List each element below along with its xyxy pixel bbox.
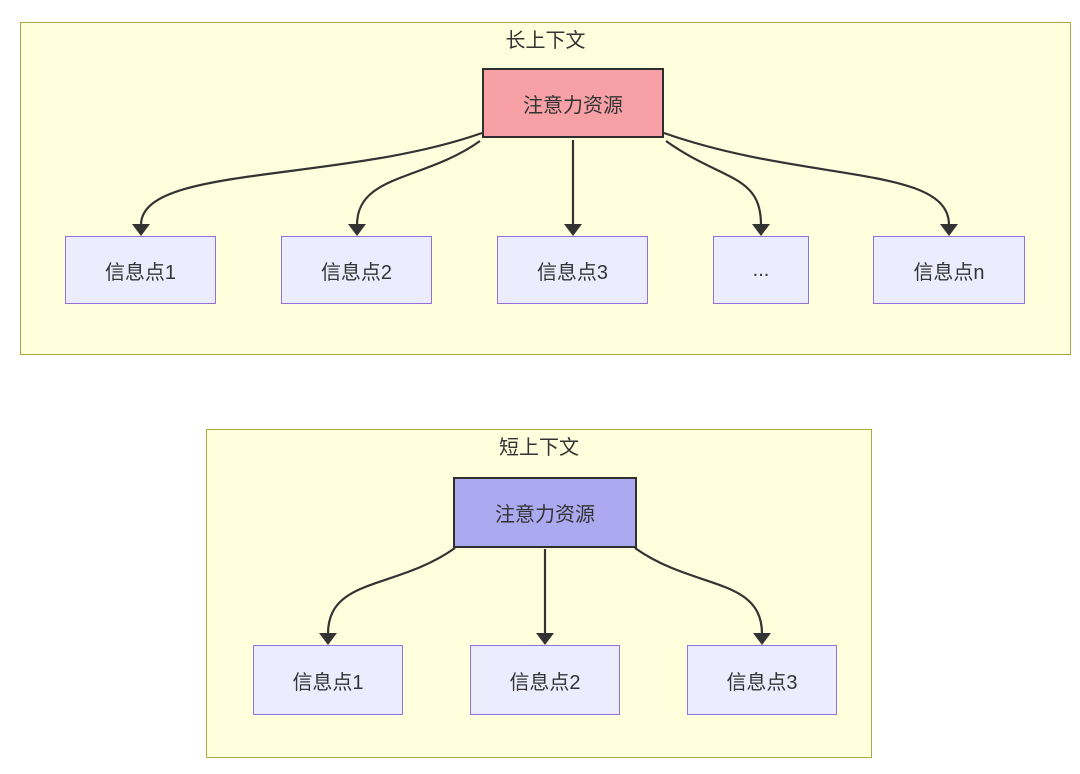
node-short-info-3: 信息点3 (687, 645, 837, 715)
node-short-info-1-label: 信息点1 (292, 671, 364, 694)
node-short-info-1: 信息点1 (253, 645, 403, 715)
node-long-info-3-label: 信息点3 (536, 261, 609, 284)
short-context-title: 短上下文 (499, 437, 579, 459)
node-long-info-2: 信息点2 (281, 236, 432, 304)
node-long-info-3: 信息点3 (497, 236, 648, 304)
node-long-info-1-label: 信息点1 (104, 261, 177, 284)
node-long-info-ellipsis: ... (713, 236, 809, 304)
node-short-info-2-label: 信息点2 (509, 671, 581, 694)
node-long-info-ellipsis-label: ... (752, 258, 770, 281)
node-short-attention-label: 注意力资源 (495, 504, 595, 526)
node-long-attention-label: 注意力资源 (523, 94, 623, 117)
node-short-attention: 注意力资源 (453, 477, 637, 548)
node-long-attention: 注意力资源 (482, 68, 664, 138)
long-context-title: 长上下文 (505, 30, 586, 52)
node-long-info-n-label: 信息点n (913, 261, 985, 284)
node-short-info-3-label: 信息点3 (726, 671, 798, 694)
node-long-info-n: 信息点n (873, 236, 1025, 304)
node-long-info-1: 信息点1 (65, 236, 216, 304)
node-long-info-2-label: 信息点2 (320, 261, 393, 284)
node-short-info-2: 信息点2 (470, 645, 620, 715)
